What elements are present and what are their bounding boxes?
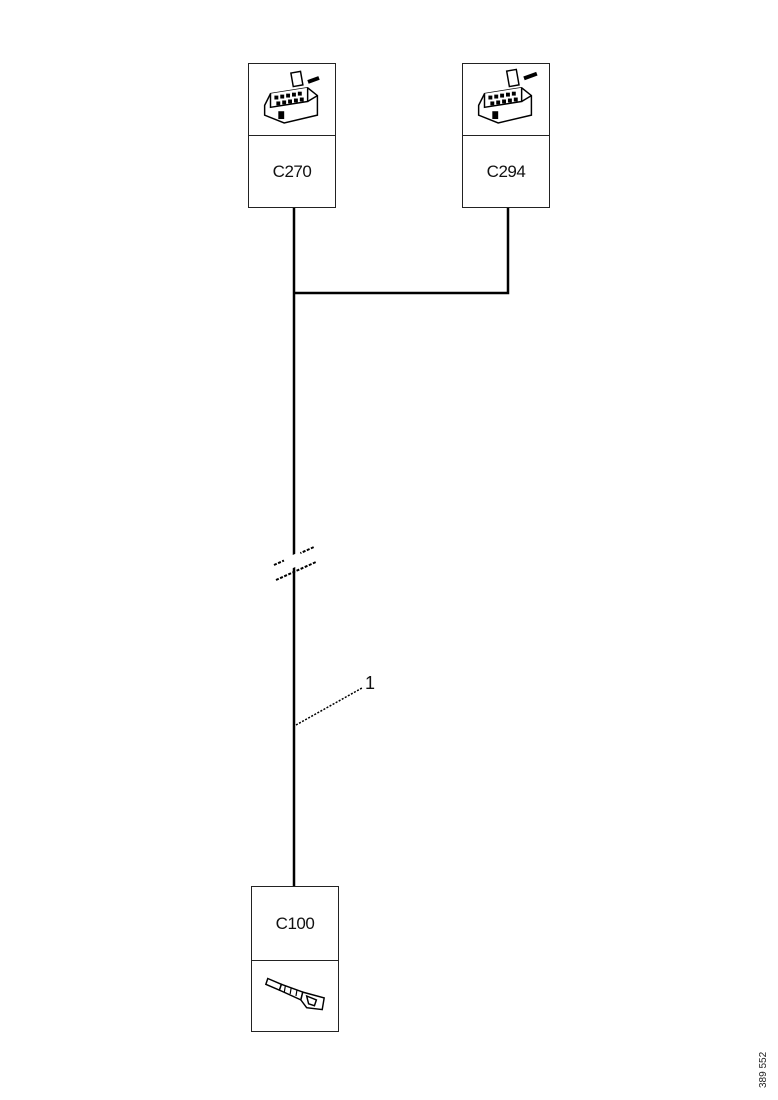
connector-label-c270: C270 [272, 161, 312, 181]
callout-leader [295, 687, 363, 726]
connector-label-c294: C294 [486, 161, 526, 181]
multi-pin-connector-icon [249, 64, 335, 136]
wire-break-symbol [273, 546, 317, 581]
connector-c294: C294 [462, 63, 550, 208]
drawing-code: 389 552 [758, 1051, 769, 1088]
connector-label-c100: C100 [275, 913, 315, 933]
connector-c100: C100 [251, 886, 339, 1032]
single-pin-terminal-icon [252, 960, 338, 1031]
connector-c270: C270 [248, 63, 336, 208]
callout-number: 1 [365, 673, 376, 693]
wire-branch-c294 [294, 207, 510, 295]
multi-pin-connector-icon [463, 64, 549, 136]
